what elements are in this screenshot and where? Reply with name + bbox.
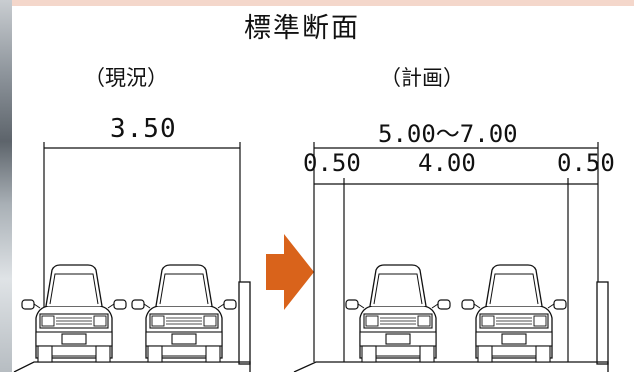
planned-lane-width-label: 4.00 [418,149,476,177]
current-section [13,142,251,372]
car-front-icon [461,264,567,363]
car-front-icon [345,264,451,363]
planned-section [293,142,609,372]
title-text: 標準断面 [244,13,360,44]
current-ground-line [13,361,251,372]
planned-right-margin-label: 0.50 [557,149,615,177]
car-front-icon [21,264,127,363]
current-width-label: 3.50 [110,114,177,144]
planned-total-width-label: 5.00～7.00 [378,120,518,148]
arrow-right-icon [266,234,314,310]
current-section-label: （現況） [84,66,168,90]
planned-section-label: （計画） [380,66,464,90]
background-photo-strip [0,0,12,372]
planned-left-margin-label: 0.50 [303,149,361,177]
diagram-title: 標準断面 [0,6,634,45]
planned-ground-line [293,361,609,372]
car-front-icon [131,264,237,363]
current-wall [238,281,251,365]
top-band [0,0,634,6]
planned-wall [596,281,609,365]
